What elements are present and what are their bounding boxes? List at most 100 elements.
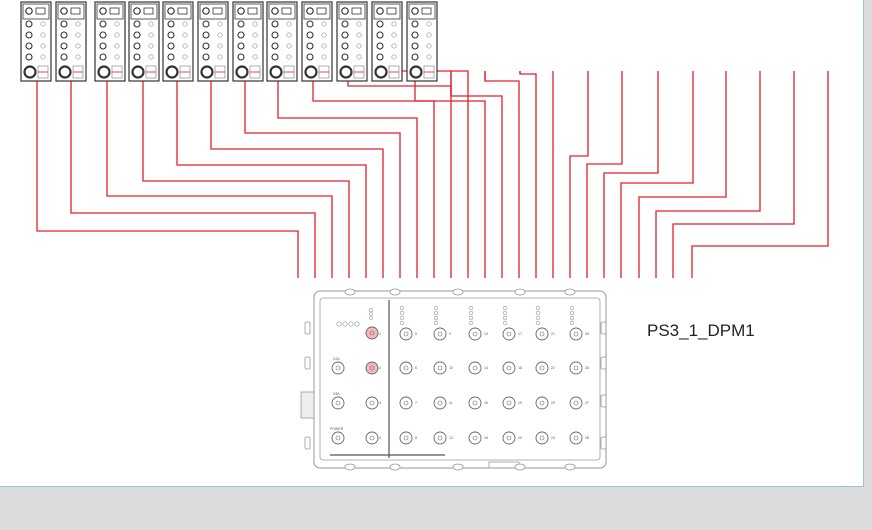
device-port-pin	[437, 400, 443, 406]
io-module-main-port	[409, 65, 423, 79]
io-module-port	[202, 42, 210, 50]
port-led	[399, 310, 405, 316]
io-module-port	[271, 31, 279, 39]
spare-cable	[672, 71, 795, 278]
device-port	[502, 431, 516, 445]
io-module-tag	[351, 7, 362, 15]
device-port	[569, 327, 583, 341]
io-module-led	[217, 54, 223, 60]
io-module	[232, 1, 264, 82]
io-module-main-port	[374, 65, 388, 79]
spare-cable	[655, 71, 761, 278]
io-module-led	[286, 21, 292, 27]
io-module-port	[341, 42, 349, 50]
port-number: 6	[415, 366, 417, 370]
port-led	[433, 320, 439, 326]
module-cable	[312, 81, 435, 278]
side-clip	[304, 436, 311, 450]
spare-cable	[450, 71, 503, 278]
port-led	[399, 320, 405, 326]
io-module-port	[271, 20, 279, 28]
device-port	[365, 326, 379, 340]
port-led	[502, 310, 508, 316]
io-module-led	[182, 21, 188, 27]
port-led	[502, 305, 508, 311]
io-module-connector	[376, 7, 384, 15]
io-module-body	[20, 1, 52, 82]
io-module-port	[202, 31, 210, 39]
device-port-pin	[506, 365, 512, 371]
side-clip	[600, 321, 607, 335]
port-number: 9	[449, 332, 451, 336]
mounting-tab	[389, 288, 401, 296]
mounting-tab	[564, 463, 576, 471]
side-clip	[600, 356, 607, 370]
io-module-led	[321, 43, 327, 49]
io-module-led	[252, 32, 258, 38]
port-number: 10	[449, 366, 453, 370]
port-number: 25	[585, 332, 589, 336]
io-module-led	[252, 21, 258, 27]
io-module-led	[252, 54, 258, 60]
module-cable	[381, 70, 469, 278]
device-port-pin	[472, 400, 478, 406]
spare-cable	[519, 71, 537, 278]
device-port-pin	[472, 435, 478, 441]
io-module-port	[25, 20, 33, 28]
io-module-port	[202, 20, 210, 28]
io-module-led	[217, 32, 223, 38]
device-port-pin	[335, 435, 341, 441]
port-led	[433, 310, 439, 316]
io-module-main-port	[58, 65, 72, 79]
io-module-led	[114, 21, 120, 27]
status-led	[354, 321, 360, 327]
mounting-tab	[514, 288, 526, 296]
port-number: 14	[484, 366, 488, 370]
device-port	[569, 361, 583, 375]
io-module-port	[99, 20, 107, 28]
module-cable	[244, 81, 401, 278]
io-module-led	[75, 43, 81, 49]
side-clip	[600, 436, 607, 450]
port-number: 13	[484, 332, 488, 336]
port-led	[399, 305, 405, 311]
io-module-led	[114, 32, 120, 38]
port-led	[433, 305, 439, 311]
io-module-port	[376, 53, 384, 61]
io-module	[336, 1, 368, 82]
device-port	[433, 361, 447, 375]
io-module-led	[182, 43, 188, 49]
io-module-port	[133, 20, 141, 28]
device-port-pin	[369, 330, 375, 336]
io-module	[406, 1, 438, 82]
io-module-port	[341, 53, 349, 61]
device-port	[535, 431, 549, 445]
device-port	[433, 431, 447, 445]
spare-cable	[638, 71, 727, 278]
device-port-pin	[506, 331, 512, 337]
io-module-port	[306, 42, 314, 50]
io-module-main-port	[339, 65, 353, 79]
io-module-tag	[386, 7, 397, 15]
spare-cable	[603, 71, 659, 278]
io-module-main-port	[200, 65, 214, 79]
io-module-led	[40, 32, 46, 38]
device-port	[399, 361, 413, 375]
io-module-tag	[212, 7, 223, 15]
device-port	[468, 431, 482, 445]
port-led	[535, 310, 541, 316]
device-port-pin	[539, 400, 545, 406]
io-module-tag	[35, 7, 46, 15]
io-module-main-port	[269, 65, 283, 79]
port-number: 15	[484, 401, 488, 405]
wiring-diagram: X2AX3APOWER12345678910111213141516171819…	[20, 1, 829, 471]
distribution-device: X2AX3APOWER12345678910111213141516171819…	[300, 288, 607, 471]
port-number: 26	[585, 366, 589, 370]
mounting-tab	[514, 463, 526, 471]
device-port-pin	[369, 400, 375, 406]
port-number: 7	[415, 401, 417, 405]
device-port-pin	[506, 400, 512, 406]
device-label: PS3_1_DPM1	[647, 321, 755, 340]
device-port	[502, 396, 516, 410]
